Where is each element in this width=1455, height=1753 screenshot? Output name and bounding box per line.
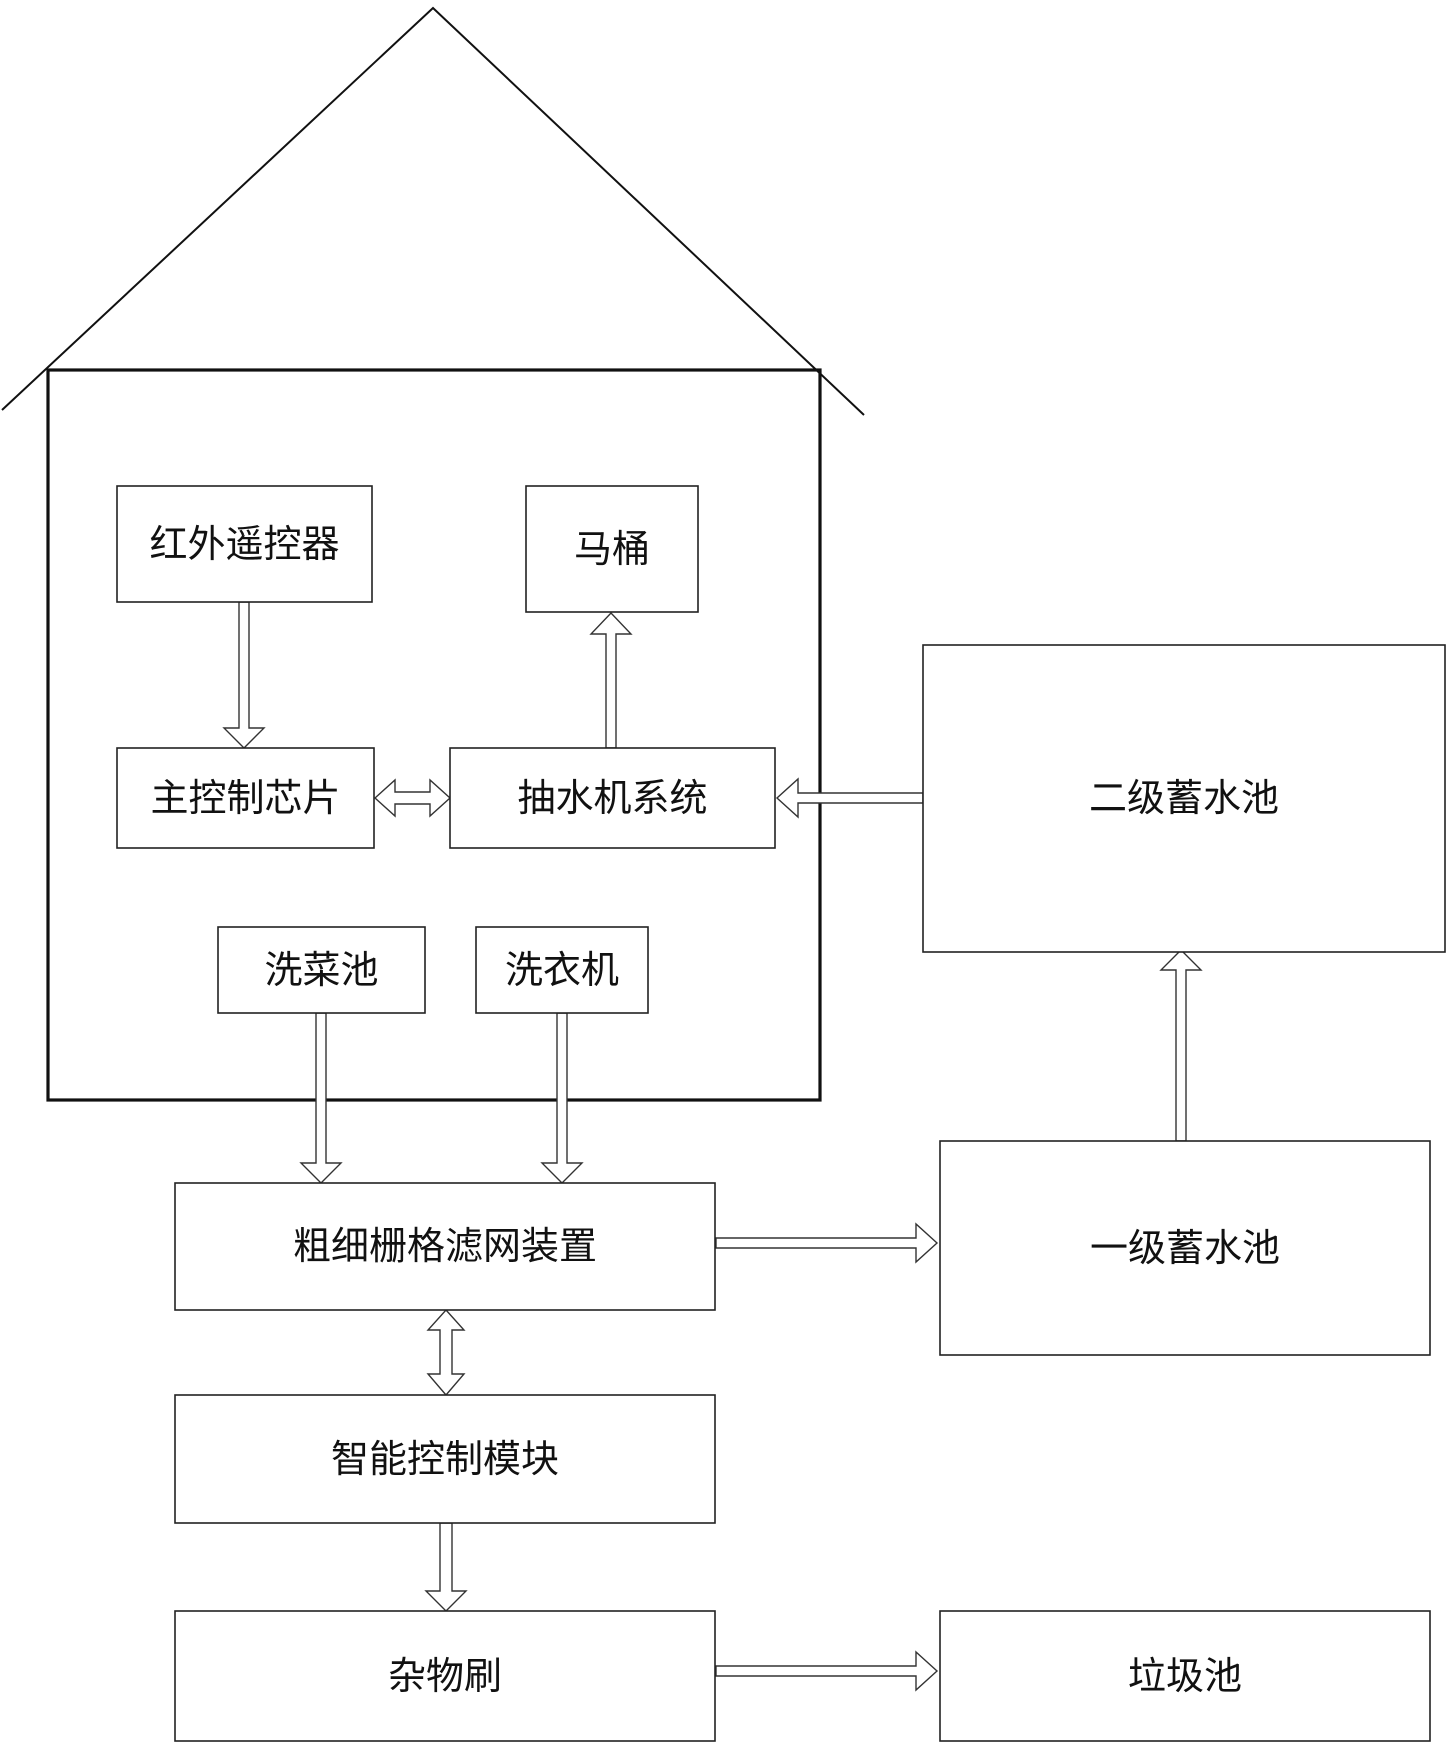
toilet-label: 马桶 [574, 527, 650, 571]
arrow-pump-to-toilet [589, 611, 633, 749]
node-infrared-remote: 红外遥控器 [116, 485, 373, 603]
node-debris-brush: 杂物刷 [174, 1610, 716, 1742]
arrow-control-to-brush [424, 1522, 468, 1612]
node-sink: 洗菜池 [217, 926, 426, 1014]
node-washing-machine: 洗衣机 [475, 926, 649, 1014]
arrow-washer-to-filter [540, 1012, 584, 1184]
house-outline [1, 6, 865, 1102]
arrow-remote-to-chip [222, 601, 266, 749]
node-primary-reservoir: 一级蓄水池 [939, 1140, 1431, 1356]
house-body [46, 368, 822, 1102]
washing-machine-label: 洗衣机 [505, 948, 619, 992]
arrow-sink-to-filter [299, 1012, 343, 1184]
arrows [222, 601, 1203, 1692]
secondary-reservoir-label: 二级蓄水池 [1089, 776, 1279, 820]
smart-control-label: 智能控制模块 [331, 1437, 559, 1481]
node-pump-system: 抽水机系统 [449, 747, 776, 849]
node-smart-control: 智能控制模块 [174, 1394, 716, 1524]
arrow-reservoir1-to-reservoir2 [1159, 949, 1203, 1142]
pump-system-label: 抽水机系统 [517, 776, 707, 820]
node-secondary-reservoir: 二级蓄水池 [922, 644, 1446, 953]
sink-label: 洗菜池 [264, 948, 378, 992]
arrow-filter-control-bidirectional [426, 1308, 466, 1397]
node-toilet: 马桶 [525, 485, 699, 613]
primary-reservoir-label: 一级蓄水池 [1090, 1226, 1280, 1270]
arrow-reservoir2-to-pump [775, 777, 924, 819]
garbage-pool-label: 垃圾池 [1128, 1654, 1242, 1698]
arrow-brush-to-garbage [715, 1650, 939, 1692]
arrow-chip-pump-bidirectional [373, 778, 452, 818]
infrared-remote-label: 红外遥控器 [149, 522, 339, 566]
house-roof [1, 6, 865, 416]
debris-brush-label: 杂物刷 [388, 1654, 502, 1698]
arrow-filter-to-reservoir1 [715, 1222, 939, 1264]
node-main-chip: 主控制芯片 [116, 747, 375, 849]
main-chip-label: 主控制芯片 [150, 776, 340, 820]
filter-device-label: 粗细栅格滤网装置 [293, 1224, 597, 1268]
node-garbage-pool: 垃圾池 [939, 1610, 1431, 1742]
node-filter-device: 粗细栅格滤网装置 [174, 1182, 716, 1311]
